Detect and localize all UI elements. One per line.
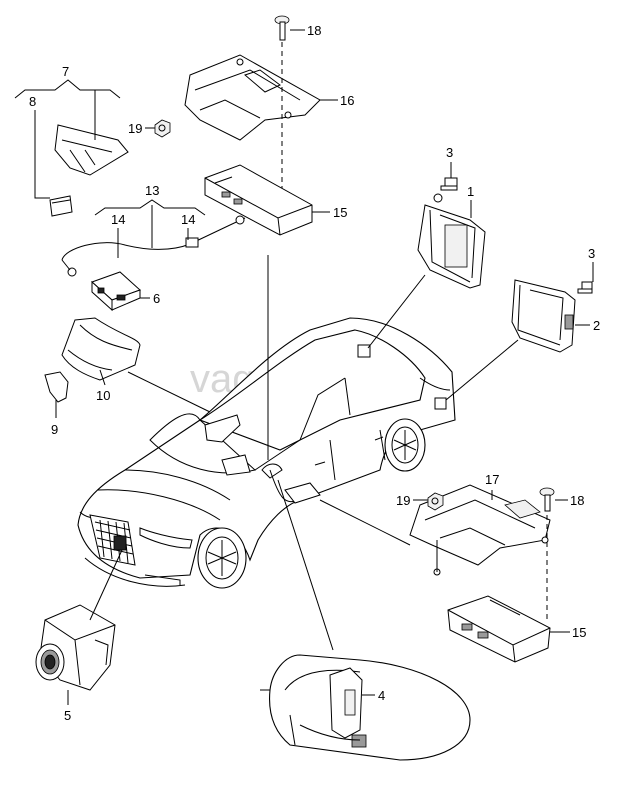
marker-dash [221,454,251,476]
callout-8: 8 [29,94,36,109]
callout-17: 17 [485,472,499,487]
callout-1: 1 [467,184,474,199]
car-illustration [77,317,456,589]
cover-10 [61,317,141,381]
bracket-17 [409,484,551,576]
control-unit-2 [511,279,576,353]
callout-18-top: 18 [307,23,321,38]
marker-door [284,482,321,504]
callout-10: 10 [96,388,110,403]
leader-lines [14,29,594,705]
callout-15-bottom: 15 [572,625,586,640]
callout-18-bottom: 18 [570,493,584,508]
mirror-4 [260,654,471,761]
callout-14-right: 14 [181,212,195,227]
callout-2: 2 [593,318,600,333]
marker-c-pillar [357,344,371,358]
control-module-15-bottom [447,595,551,663]
control-module-15-top [204,164,313,236]
bracket-16 [184,54,321,141]
bolt-3-upper [440,177,458,191]
screw-18-top [274,15,290,41]
callout-15-top: 15 [333,205,347,220]
callout-14-left: 14 [111,212,125,227]
callout-3-lower: 3 [588,246,595,261]
front-camera-5 [35,604,116,691]
marker-front-camera [113,535,127,551]
bolt-3-lower [577,281,593,294]
cover-9 [44,371,69,403]
marker-rear [434,397,447,410]
control-unit-1 [417,193,486,289]
screw-18-bottom [539,487,555,512]
callout-13: 13 [145,183,159,198]
callout-4: 4 [378,688,385,703]
callout-5: 5 [64,708,71,723]
callout-labels: 18 16 19 15 7 8 13 14 14 6 10 9 3 1 3 2 … [29,23,600,723]
callout-9: 9 [51,422,58,437]
callout-19-top: 19 [128,121,142,136]
callout-7: 7 [62,64,69,79]
cable-13 [61,215,246,277]
nut-19-top [154,119,171,138]
camera-unit-6 [91,271,141,312]
callout-16: 16 [340,93,354,108]
mount-7-8 [49,124,129,217]
callout-19-bottom: 19 [396,493,410,508]
callout-6: 6 [153,291,160,306]
marker-windshield [204,414,241,443]
nut-19-bottom [427,492,444,511]
callout-3-upper: 3 [446,145,453,160]
